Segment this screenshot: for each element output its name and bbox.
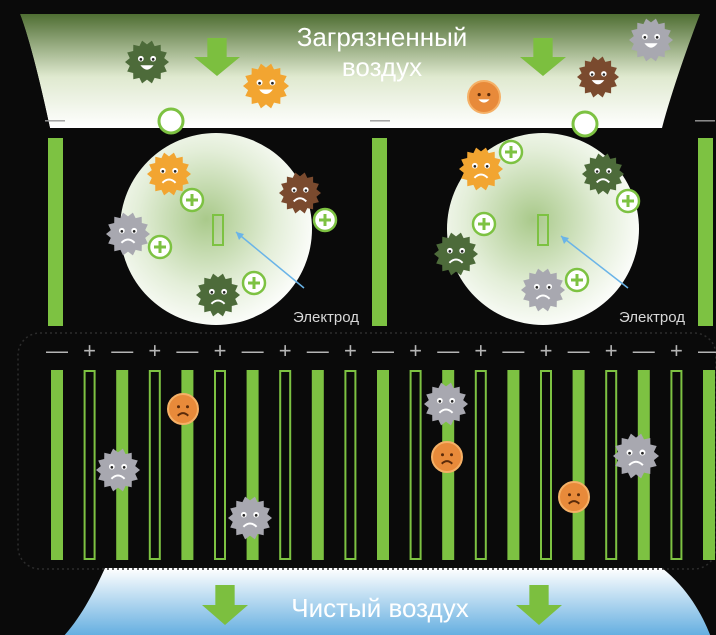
electrode-pointer bbox=[235, 231, 305, 289]
minus-sign: — bbox=[437, 338, 459, 363]
plus-charge-icon bbox=[615, 188, 641, 214]
neutral-ion-icon bbox=[571, 110, 599, 138]
collector-plate-positive bbox=[214, 370, 226, 560]
sad-dust-icon bbox=[147, 152, 191, 196]
plus-sign: + bbox=[605, 338, 618, 363]
sad-dust-icon bbox=[434, 232, 478, 276]
plus-sign: + bbox=[344, 338, 357, 363]
happy-dust-icon bbox=[629, 18, 673, 62]
minus-sign: — bbox=[698, 338, 716, 363]
plus-charge-icon bbox=[147, 234, 173, 260]
down-arrow-icon bbox=[520, 38, 566, 76]
collector-plate-negative bbox=[703, 370, 715, 560]
collector-plate-positive bbox=[540, 370, 552, 560]
collector-plate-negative bbox=[507, 370, 520, 560]
sad-dust-icon bbox=[582, 153, 624, 195]
collector-plate-negative bbox=[572, 370, 585, 560]
sad-dust-icon bbox=[431, 441, 463, 473]
collector-plate-positive bbox=[148, 370, 161, 560]
minus-sign: — bbox=[45, 109, 65, 131]
minus-sign: — bbox=[695, 109, 715, 131]
sad-dust-icon bbox=[558, 481, 590, 513]
minus-sign: — bbox=[242, 338, 264, 363]
happy-dust-icon bbox=[467, 80, 501, 114]
down-arrow-icon bbox=[516, 585, 562, 625]
minus-sign: — bbox=[307, 338, 329, 363]
neutral-ion-icon bbox=[157, 107, 185, 135]
collector-plate-positive bbox=[474, 370, 487, 560]
collector-plate-positive bbox=[83, 370, 96, 560]
plus-sign: + bbox=[148, 338, 161, 363]
sad-dust-icon bbox=[613, 433, 659, 479]
charge-sign-row: — + — + — + — + — + — + — + — + — + — + — bbox=[46, 338, 716, 363]
plus-charge-icon bbox=[241, 270, 267, 296]
plus-sign: + bbox=[214, 338, 227, 363]
plus-sign: + bbox=[409, 338, 422, 363]
plus-charge-icon bbox=[312, 207, 338, 233]
minus-sign: — bbox=[111, 338, 133, 363]
sad-dust-icon bbox=[424, 382, 468, 426]
airflow-arrows bbox=[194, 38, 566, 625]
collector-plates bbox=[51, 370, 715, 560]
plus-sign: + bbox=[474, 338, 487, 363]
plus-charge-icon bbox=[179, 187, 205, 213]
minus-sign: — bbox=[46, 338, 68, 363]
minus-sign: — bbox=[633, 338, 655, 363]
down-arrow-icon bbox=[194, 38, 240, 76]
collector-plate-positive bbox=[279, 370, 292, 560]
happy-dust-icon bbox=[577, 56, 619, 98]
minus-sign: — bbox=[372, 338, 394, 363]
happy-dust-icon bbox=[243, 63, 289, 109]
down-arrow-icon bbox=[202, 585, 248, 625]
sad-dust-icon bbox=[106, 212, 150, 256]
filter-frame bbox=[17, 332, 716, 570]
ionizer-plate bbox=[698, 138, 713, 326]
electrode-pointer bbox=[560, 235, 629, 289]
plus-charge-icon bbox=[471, 211, 497, 237]
collector-plate-negative bbox=[311, 370, 324, 560]
electrode-label: Электрод bbox=[619, 309, 685, 326]
electrode-pointer-head bbox=[561, 236, 569, 244]
happy-dust-icon bbox=[125, 40, 169, 84]
electrode-right bbox=[537, 214, 549, 246]
collector-plate-negative bbox=[51, 370, 63, 560]
sad-dust-icon bbox=[459, 147, 503, 191]
sad-dust-icon bbox=[521, 268, 565, 312]
minus-sign: — bbox=[176, 338, 198, 363]
minus-sign: — bbox=[568, 338, 590, 363]
collector-plate-positive bbox=[409, 370, 422, 560]
dirty-air-channel bbox=[20, 14, 700, 128]
sad-dust-icon bbox=[196, 273, 240, 317]
collector-plate-negative bbox=[377, 370, 389, 560]
sad-dust-icon bbox=[167, 393, 199, 425]
collector-plate-positive bbox=[344, 370, 357, 560]
minus-sign: — bbox=[370, 109, 390, 131]
dust-particles bbox=[96, 18, 673, 540]
dirty-air-title: Загрязненный bbox=[297, 22, 468, 52]
electrode-pointer-head bbox=[236, 232, 244, 240]
minus-sign: — bbox=[502, 338, 524, 363]
plus-sign: + bbox=[83, 338, 96, 363]
sad-dust-icon bbox=[279, 172, 321, 214]
plus-sign: + bbox=[279, 338, 292, 363]
electrode-label: Электрод bbox=[293, 309, 359, 326]
plus-charge-icon bbox=[498, 139, 524, 165]
ionizer-plate bbox=[372, 138, 387, 326]
dirty-air-title-line2: воздух bbox=[342, 52, 422, 82]
sad-dust-icon bbox=[96, 448, 140, 492]
plus-sign: + bbox=[670, 338, 683, 363]
collector-plate-positive bbox=[670, 370, 683, 560]
ionizer-plate bbox=[48, 138, 63, 326]
plus-sign: + bbox=[540, 338, 553, 363]
clean-air-title: Чистый воздух bbox=[291, 593, 468, 623]
electrode-left bbox=[212, 214, 224, 246]
sad-dust-icon bbox=[228, 496, 272, 540]
plus-charge-icon bbox=[564, 267, 590, 293]
